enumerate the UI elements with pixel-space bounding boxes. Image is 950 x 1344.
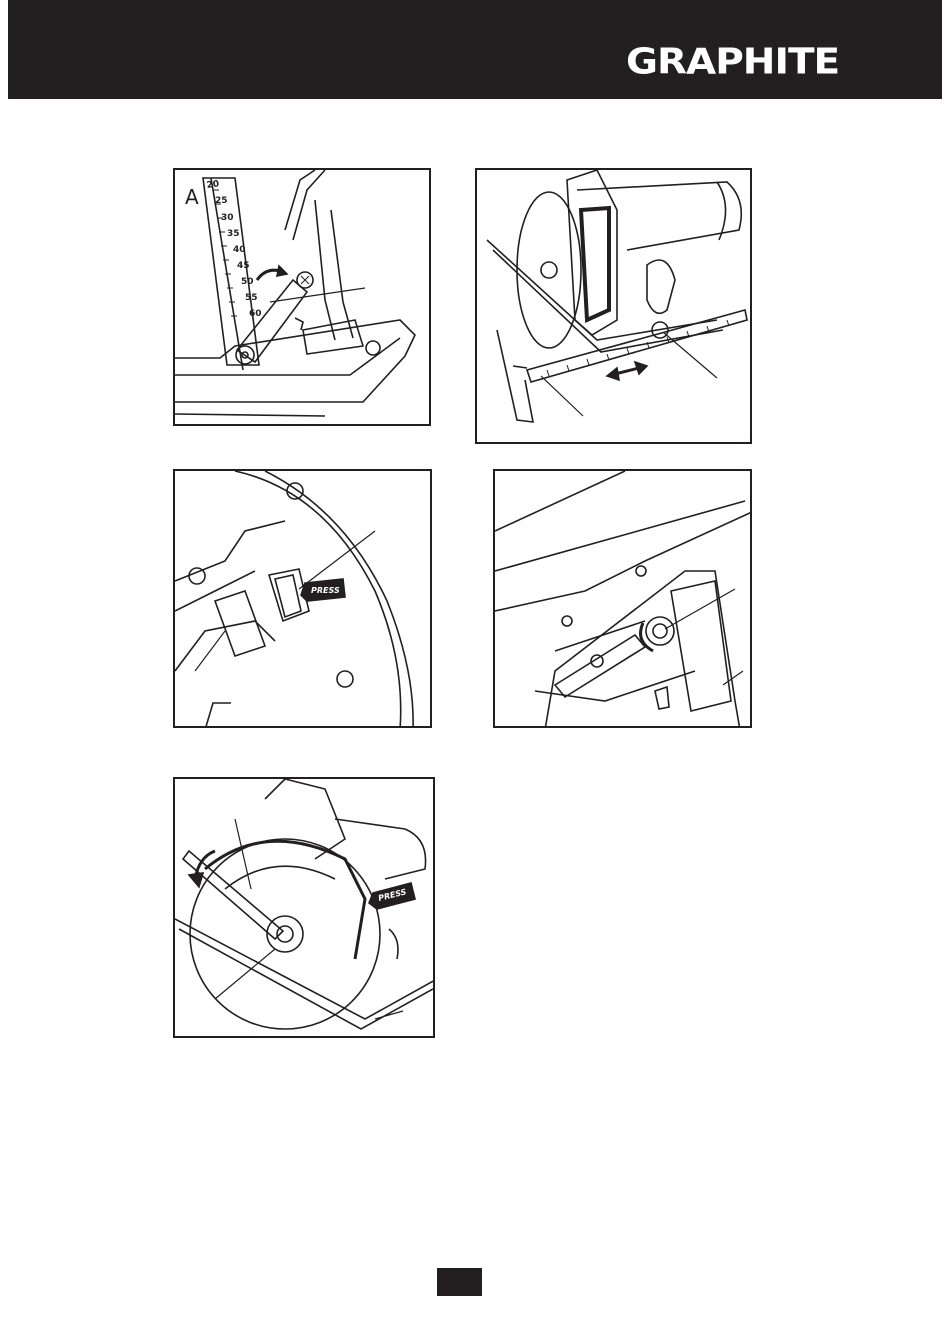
scale-label: 60 bbox=[249, 309, 262, 319]
figure-letter: A bbox=[185, 185, 199, 209]
figure-lock-button: PRESS bbox=[173, 469, 432, 728]
press-label: PRESS bbox=[311, 586, 340, 595]
scale-label: 40 bbox=[233, 245, 246, 255]
scale-label: 45 bbox=[237, 261, 250, 271]
header-bar: GRAPHITE bbox=[8, 0, 942, 99]
page-number-box bbox=[437, 1268, 482, 1296]
figure-bevel-lock bbox=[493, 469, 752, 728]
scale-label: 30 bbox=[221, 213, 234, 223]
scale-label: 20 bbox=[206, 179, 220, 191]
scale-label: 25 bbox=[215, 196, 228, 206]
figure-blade-change: PRESS bbox=[173, 777, 435, 1038]
brand-logo: GRAPHITE bbox=[626, 44, 839, 81]
scale-label: 50 bbox=[241, 277, 254, 287]
figure-parallel-guide bbox=[475, 168, 752, 444]
figure-bevel-scale: A 20 25 30 35 40 45 50 55 60 bbox=[173, 168, 431, 426]
scale-label: 55 bbox=[245, 293, 258, 303]
scale-label: 35 bbox=[227, 229, 240, 239]
